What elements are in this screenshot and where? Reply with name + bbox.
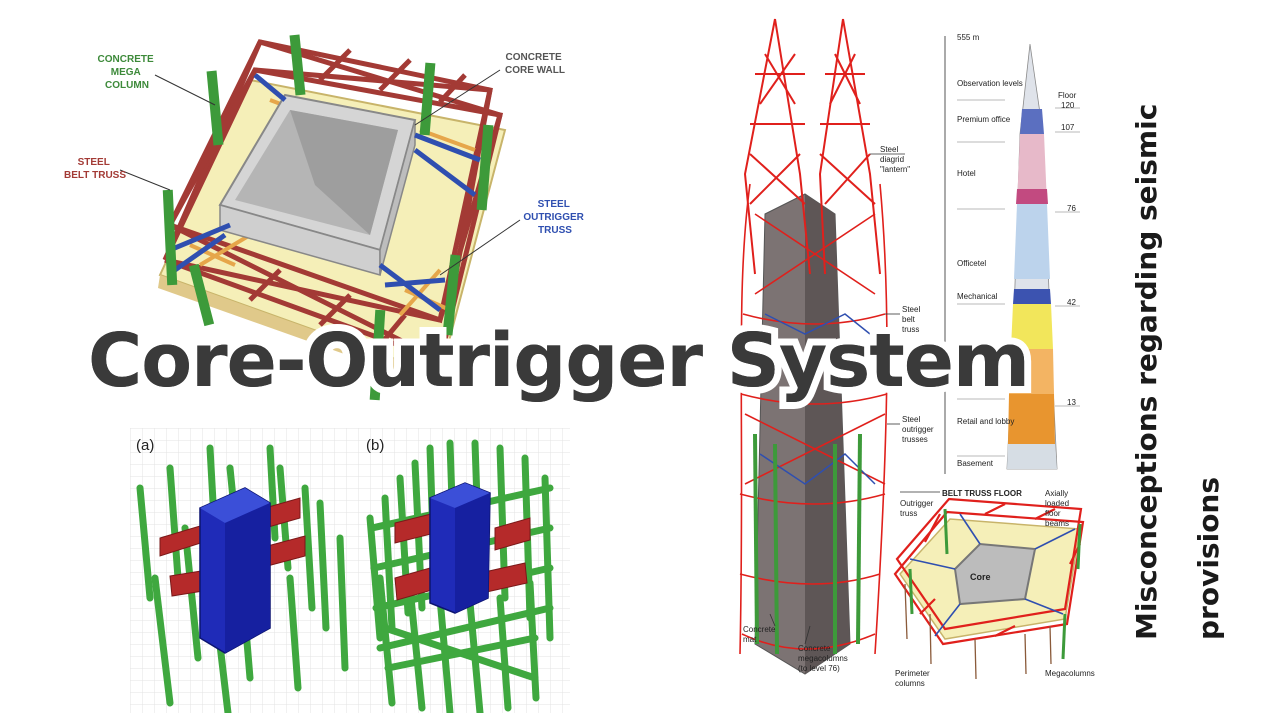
inset-core — [953, 542, 1037, 606]
elevation-profile: 555 m Floor 120 107 76 42 13 Observation… — [944, 33, 1080, 474]
model-a — [136, 444, 349, 713]
callout-belt: Steel belt truss — [902, 305, 922, 334]
svg-text:555 m: 555 m — [957, 33, 980, 42]
svg-text:Perimeter columns: Perimeter columns — [895, 669, 932, 688]
label-belt-truss: STEEL BELT TRUSS — [64, 157, 126, 181]
svg-text:Officetel: Officetel — [957, 259, 986, 268]
label-core-wall: CONCRETE CORE WALL — [505, 52, 565, 76]
megacolumns — [753, 433, 862, 655]
model-b — [366, 439, 554, 713]
svg-text:13: 13 — [1067, 398, 1076, 407]
label-b: (b) — [366, 437, 384, 454]
subtitle-line-1: Misconceptions regarding seismic — [1130, 103, 1163, 640]
svg-text:42: 42 — [1067, 298, 1076, 307]
subtitle: Misconceptions regarding seismic provisi… — [1100, 100, 1270, 660]
svg-text:76: 76 — [1067, 204, 1076, 213]
callout-megacolumns: Concrete megacolumns (to level 76) — [798, 644, 850, 673]
callout-mat: Concrete mat — [743, 625, 778, 644]
floor-slab-edge — [158, 275, 440, 388]
label-mega-column: CONCRETE MEGA COLUMN — [98, 54, 157, 91]
svg-text:Megacolumns: Megacolumns — [1045, 669, 1095, 678]
svg-text:107: 107 — [1061, 123, 1075, 132]
subtitle-line-2: provisions — [1192, 476, 1225, 640]
mega-columns — [162, 34, 494, 401]
panel-tower-section: Steel diagrid "lantern" Steel belt truss… — [695, 14, 1125, 694]
callout-belt-floor: BELT TRUSS FLOOR — [942, 489, 1022, 498]
svg-text:Core: Core — [970, 572, 991, 582]
callout-outrigger: Steel outrigger trusses — [902, 415, 936, 444]
callout-lantern: Steel diagrid "lantern" — [880, 145, 910, 174]
svg-text:Mechanical: Mechanical — [957, 292, 998, 301]
headline-outline: Core-Outrigger System — [81, 311, 1037, 411]
svg-text:Floor: Floor — [1058, 91, 1077, 100]
svg-text:Axially loaded flo: Axially loaded floor beams — [1045, 489, 1071, 528]
svg-text:Hotel: Hotel — [957, 169, 976, 178]
label-outrigger: STEEL OUTRIGGER TRUSS — [523, 199, 586, 236]
svg-text:120: 120 — [1061, 101, 1075, 110]
svg-text:Basement: Basement — [957, 459, 994, 468]
svg-text:Premium office: Premium office — [957, 115, 1011, 124]
outrigger-truss — [169, 73, 481, 312]
headline: Core-Outrigger System — [88, 318, 1030, 404]
panel-frame-comparison: (a) (b) — [130, 428, 570, 713]
belt-truss-floor-inset: Core Outrigger truss Axially loaded floo… — [893, 489, 1095, 688]
svg-text:Observation levels: Observation levels — [957, 79, 1023, 88]
label-a: (a) — [136, 437, 154, 454]
svg-text:Retail and lobby: Retail and lobby — [957, 417, 1014, 426]
svg-text:Outrigger truss: Outrigger truss — [900, 499, 936, 518]
steel-diagrid-lantern — [743, 18, 881, 275]
panel-core-outrigger-3d: CONCRETE MEGA COLUMN CONCRETE CORE WALL … — [64, 34, 586, 401]
